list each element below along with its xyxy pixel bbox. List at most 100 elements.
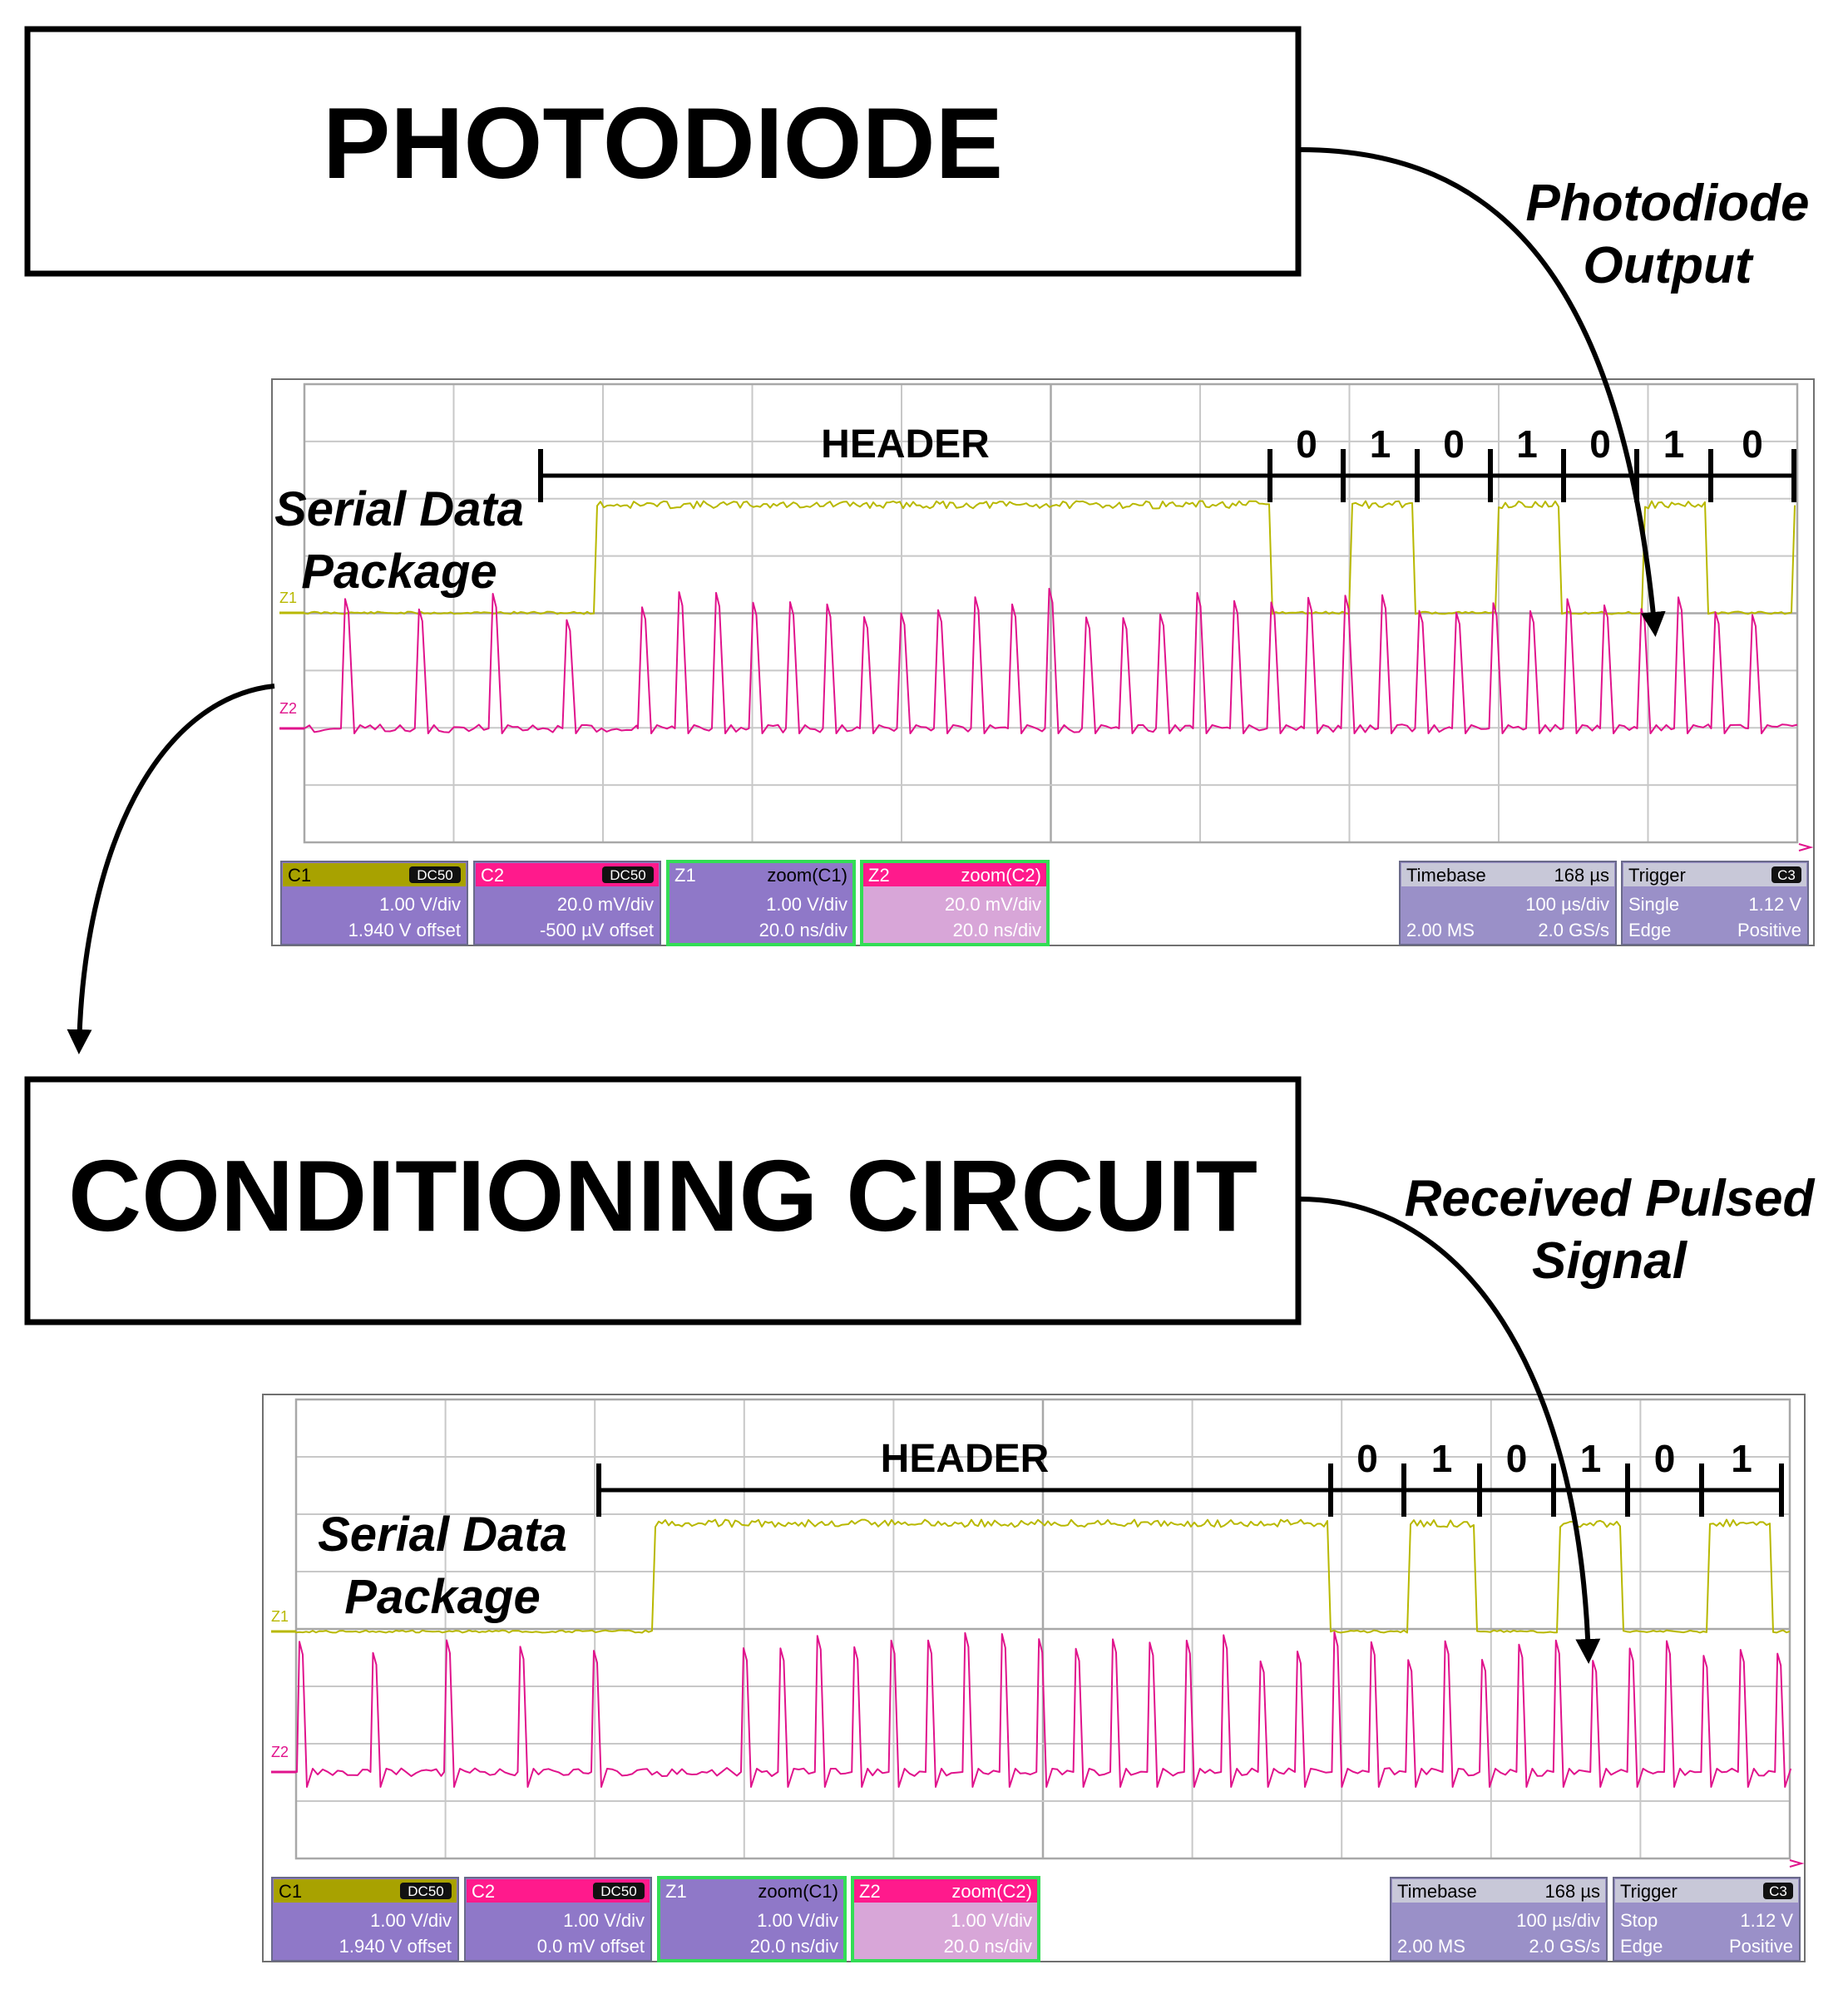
trigger-level: 1.12 V [1740, 1910, 1793, 1931]
badge-line1: 20.0 mV/div [945, 894, 1041, 915]
timebase-title: Timebase [1397, 1881, 1477, 1902]
offset-marker-icon [1798, 843, 1814, 851]
badge-line2: 20.0 ns/div [750, 1936, 838, 1957]
badge-line1: 1.00 V/div [766, 894, 847, 915]
badge-tag-bg [593, 1883, 645, 1899]
timebase-rate: 2.0 GS/s [1529, 1936, 1600, 1957]
bit-annotation: HEADER 0 1 0 1 0 1 [596, 1437, 1784, 1517]
timebase-per-div: 100 µs/div [1516, 1910, 1600, 1931]
serial-data-label-line2: Package [301, 545, 497, 599]
arrow-photodiode-to-scope [1299, 147, 1666, 637]
serial-data-label-line1: Serial Data [274, 482, 524, 536]
trigger-tag: C3 [1769, 1883, 1787, 1899]
badge-line2: 1.940 V offset [348, 920, 461, 940]
badge-line2: 20.0 ns/div [944, 1936, 1032, 1957]
bit-label: 0 [1356, 1437, 1378, 1480]
trigger-mode: Stop [1620, 1910, 1658, 1931]
timebase-title: Timebase [1406, 865, 1486, 886]
badge-name: Z1 [665, 1881, 687, 1902]
trigger-level: 1.12 V [1748, 894, 1801, 915]
trigger-type: Edge [1620, 1936, 1663, 1957]
badge-tag: zoom(C2) [951, 1881, 1032, 1902]
badge-tag-bg [602, 866, 654, 883]
badge-line1: 1.00 V/div [563, 1910, 645, 1931]
badge-tag: DC50 [610, 867, 645, 883]
badge-line2: 20.0 ns/div [759, 920, 847, 940]
timebase-rate: 2.0 GS/s [1538, 920, 1609, 940]
bit-label: 1 [1731, 1437, 1752, 1480]
badge-header [660, 1879, 843, 1903]
bit-label: 1 [1663, 422, 1685, 466]
arrow-conditioning-to-scope [1299, 1197, 1601, 1664]
grid-border [294, 1398, 1791, 1860]
badge-tag: zoom(C1) [758, 1881, 838, 1902]
bit-label: 1 [1370, 422, 1391, 466]
timebase-samples: 2.00 MS [1406, 920, 1475, 940]
bit-label: 0 [1654, 1437, 1676, 1480]
trace-label-z1: Z1 [279, 590, 297, 606]
trace-c2 [304, 587, 1798, 734]
trigger-mode: Single [1628, 894, 1679, 915]
timebase-per-div: 100 µs/div [1525, 894, 1609, 915]
badge-name: Z2 [859, 1881, 881, 1902]
received-pulsed-line1: Received Pulsed [1405, 1170, 1816, 1227]
timebase-samples: 2.00 MS [1397, 1936, 1465, 1957]
bit-label: 0 [1589, 422, 1611, 466]
trigger-slope: Positive [1729, 1936, 1793, 1957]
badge-header [854, 1879, 1037, 1903]
bit-label: 0 [1506, 1437, 1528, 1480]
badge-line2: 1.940 V offset [339, 1936, 452, 1957]
badge-header [1392, 1879, 1605, 1903]
channel-badge-c1: C1 DC50 1.00 V/div 1.940 V offset [280, 861, 468, 945]
trigger-slope: Positive [1737, 920, 1801, 940]
bit-label: 1 [1580, 1437, 1602, 1480]
photodiode-block: PHOTODIODE [24, 26, 1302, 277]
badge-tag-bg [409, 866, 461, 883]
photodiode-output-label: Photodiode Output [1526, 175, 1810, 294]
badge-name: Z2 [868, 865, 890, 886]
scope-grid [294, 1398, 1791, 1860]
badge-line2: -500 µV offset [540, 920, 654, 940]
bit-label: 0 [1296, 422, 1317, 466]
badge-tag: DC50 [417, 867, 452, 883]
arrow-scope-to-conditioning [67, 684, 275, 1054]
trace-c1 [304, 500, 1796, 615]
badge-line1: 1.00 V/div [951, 1910, 1032, 1931]
photodiode-output-line2: Output [1583, 237, 1753, 294]
badge-header [1401, 863, 1614, 886]
badge-name: C1 [288, 865, 311, 886]
trace-c1 [295, 1518, 1791, 1634]
badge-line1: 1.00 V/div [370, 1910, 452, 1931]
received-pulsed-label: Received Pulsed Signal [1405, 1170, 1816, 1290]
badge-name: C2 [481, 865, 504, 886]
badge-line1: 1.00 V/div [379, 894, 461, 915]
serial-data-label-line2: Package [344, 1570, 540, 1624]
bit-label: 0 [1443, 422, 1465, 466]
header-label: HEADER [881, 1437, 1050, 1481]
offset-marker-icon [1789, 1859, 1805, 1868]
bit-label: 1 [1431, 1437, 1453, 1480]
badge-header [670, 863, 852, 886]
bit-label: 1 [1516, 422, 1538, 466]
badge-name: C2 [472, 1881, 495, 1902]
badge-line1: 20.0 mV/div [557, 894, 654, 915]
trace-label-z1: Z1 [271, 1608, 289, 1625]
badge-header [863, 863, 1046, 886]
trace-c2 [296, 1631, 1792, 1788]
timebase-value: 168 µs [1554, 865, 1610, 886]
badge-line2: 20.0 ns/div [953, 920, 1041, 940]
photodiode-title: PHOTODIODE [323, 86, 1003, 200]
badge-line2: 0.0 mV offset [537, 1936, 645, 1957]
trigger-title: Trigger [1628, 865, 1686, 886]
scope-grid [303, 383, 1799, 844]
badge-name: Z1 [674, 865, 696, 886]
